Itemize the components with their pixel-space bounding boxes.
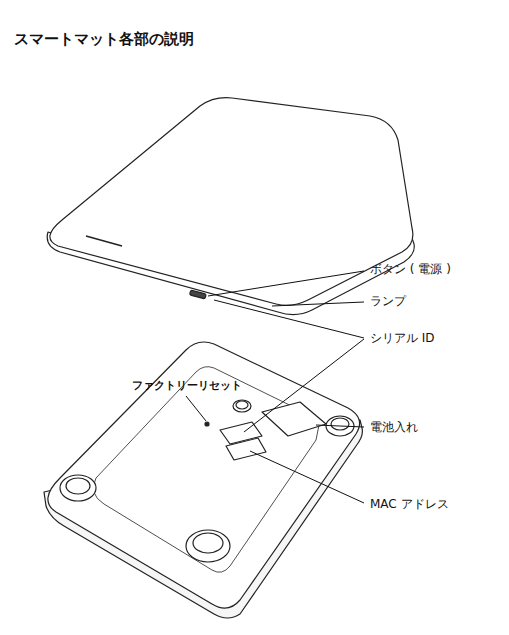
leader-line <box>244 339 364 432</box>
leader-line <box>186 396 206 421</box>
rubber-feet <box>60 400 354 562</box>
mat-top <box>50 98 413 306</box>
part-label: シリアル ID <box>370 331 435 345</box>
leader-line <box>272 302 364 306</box>
leader-line <box>250 451 364 503</box>
part-label: MAC アドレス <box>370 497 449 511</box>
base-bottom <box>48 342 360 608</box>
power-button <box>189 290 206 299</box>
reset-hole <box>205 422 209 426</box>
part-label: ボタン ( 電源 ) <box>370 262 451 276</box>
part-label: 電池入れ <box>370 420 418 434</box>
leader-line <box>214 300 364 338</box>
mac-sticker <box>226 438 266 460</box>
base-inner-contour <box>93 367 320 573</box>
reset-label: ファクトリーリセット <box>132 379 242 392</box>
leader-line <box>208 271 364 296</box>
battery-cover <box>262 402 326 436</box>
part-label: ランプ <box>370 294 406 308</box>
diagram-title: スマートマット各部の説明 <box>14 30 194 48</box>
front-stripe <box>86 236 122 246</box>
leader-line <box>316 425 364 427</box>
